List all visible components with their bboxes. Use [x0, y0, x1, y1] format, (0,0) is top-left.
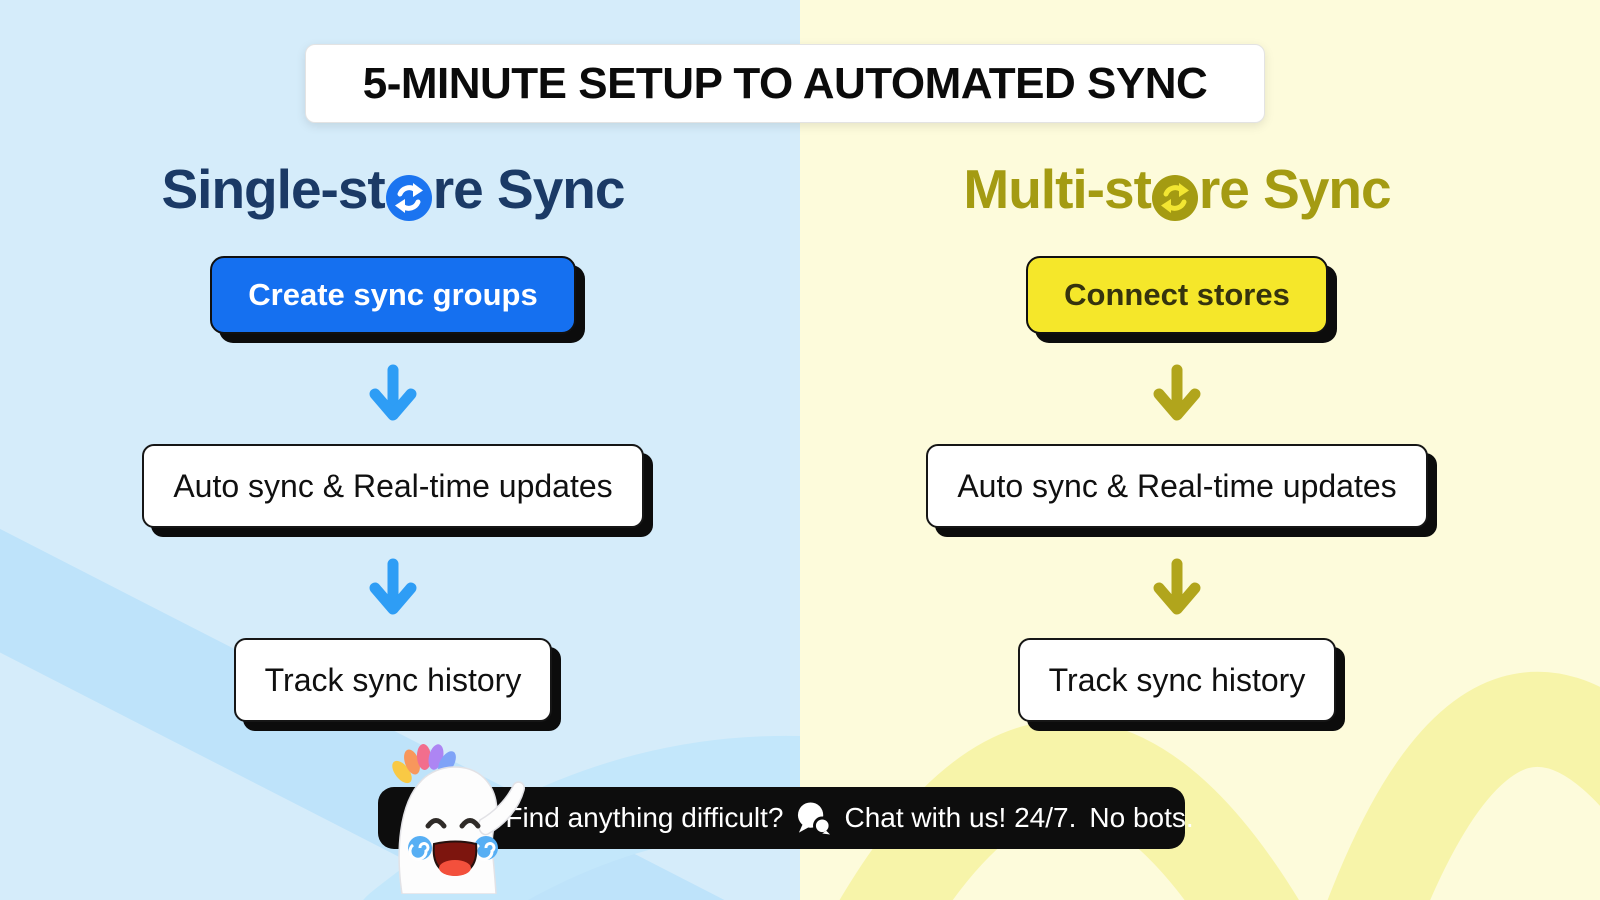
sync-icon: [1151, 170, 1198, 221]
multi-store-heading: Multi-st re Sync: [963, 152, 1392, 226]
single-store-column: Single-st re Sync Create sync groups: [100, 152, 686, 722]
chat-question-text: Find anything difficult?: [505, 802, 784, 833]
down-arrow-icon: [1147, 558, 1207, 616]
single-store-heading: Single-st re Sync: [162, 152, 625, 226]
sync-icon: [385, 170, 432, 221]
step-box-auto-sync: Auto sync & Real-time updates: [926, 444, 1428, 528]
multi-store-column: Multi-st re Sync Connect stores Aut: [884, 152, 1470, 722]
connect-stores-button[interactable]: Connect stores: [1026, 256, 1328, 334]
chat-cta-text: Chat with us! 24/7.: [844, 802, 1077, 833]
down-arrow-icon: [1147, 364, 1207, 422]
heading-text-suffix: re Sync: [1198, 158, 1392, 220]
heading-text-suffix: re Sync: [432, 158, 626, 220]
heading-text-prefix: Single-st: [161, 158, 386, 220]
down-arrow-icon: [363, 558, 423, 616]
mascot-mouth: [432, 840, 478, 877]
create-sync-groups-button[interactable]: Create sync groups: [210, 256, 576, 334]
title-banner: 5-MINUTE SETUP TO AUTOMATED SYNC: [305, 44, 1265, 123]
step-box-track-history: Track sync history: [1017, 638, 1337, 722]
mascot-illustration: [392, 744, 525, 894]
down-arrow-icon: [363, 364, 423, 422]
page-title: 5-MINUTE SETUP TO AUTOMATED SYNC: [362, 58, 1208, 108]
step-box-track-history: Track sync history: [233, 638, 553, 722]
chat-bubble-icon: [796, 801, 832, 836]
chat-note-text: No bots.: [1089, 802, 1194, 833]
heading-text-prefix: Multi-st: [963, 158, 1152, 220]
step-box-auto-sync: Auto sync & Real-time updates: [142, 444, 644, 528]
